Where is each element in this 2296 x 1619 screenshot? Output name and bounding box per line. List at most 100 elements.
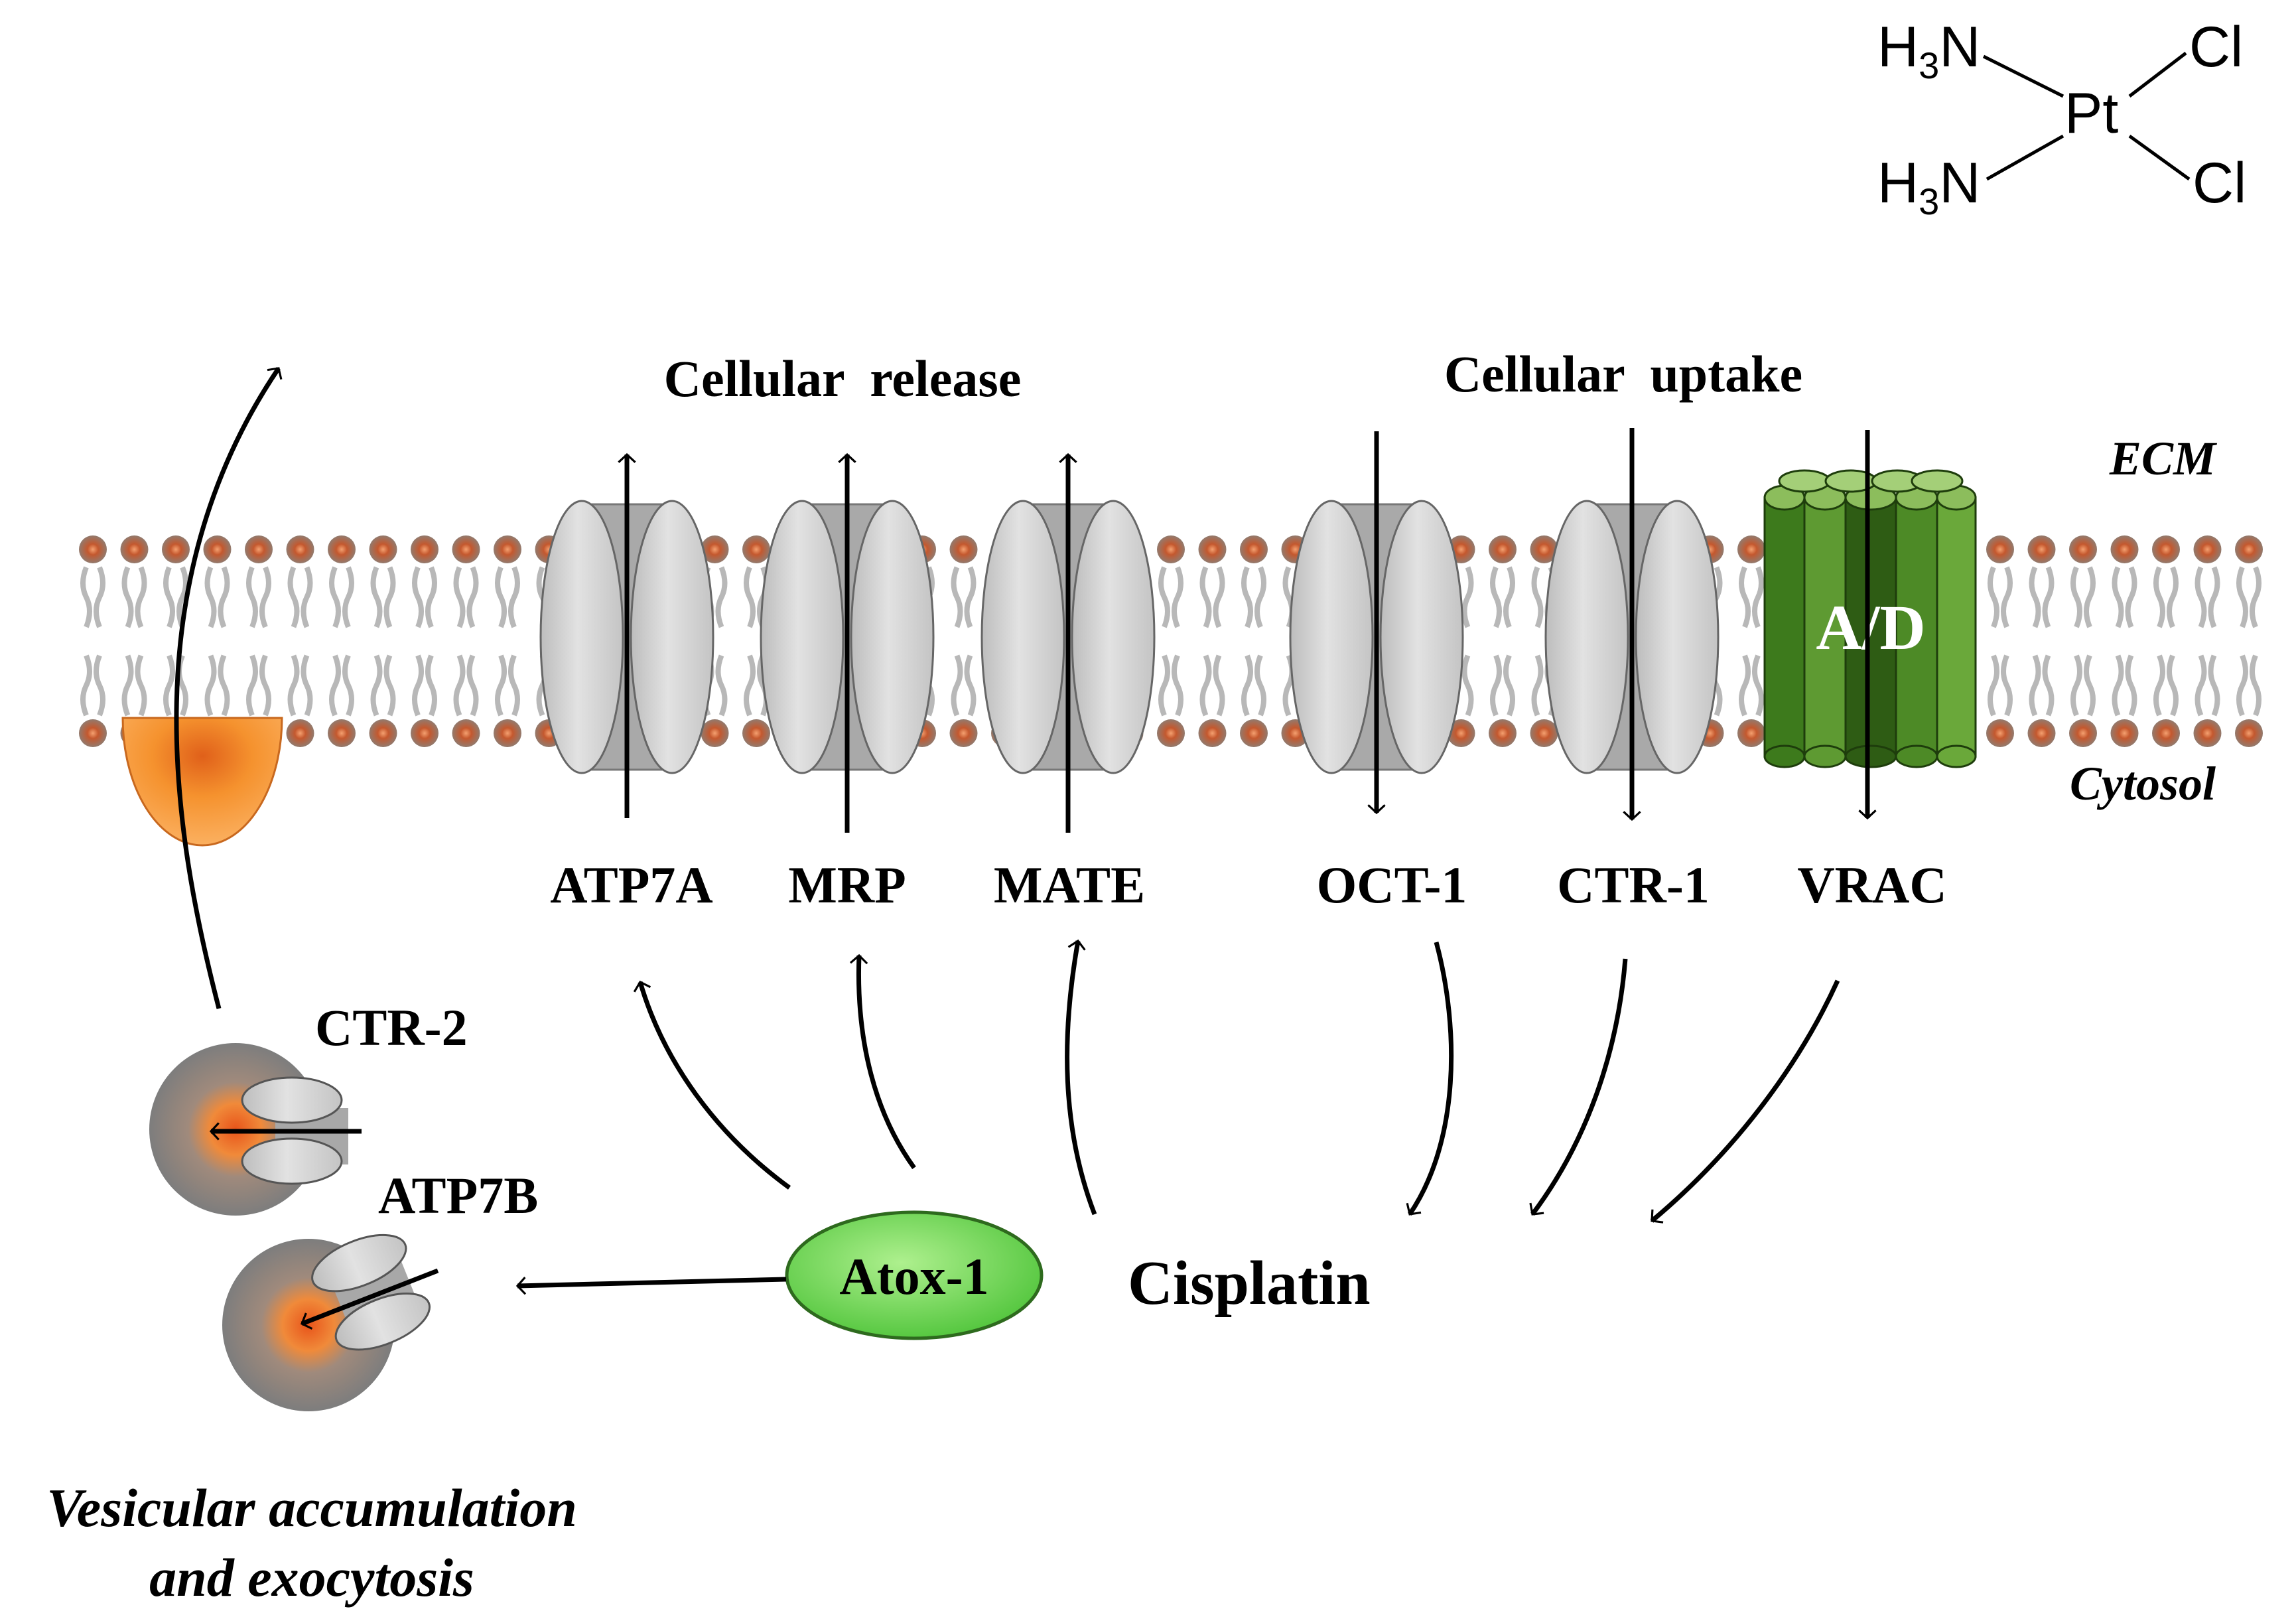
bond-n-pt-bottom bbox=[1986, 134, 2064, 181]
lipid-tail bbox=[287, 654, 313, 717]
vrac-subunit-bottom bbox=[1763, 744, 1806, 768]
atox1-chaperone bbox=[785, 1210, 1044, 1340]
lipid-head bbox=[79, 719, 107, 747]
channel-atp7a-subunit-right bbox=[630, 500, 714, 774]
lipid-tail bbox=[329, 566, 354, 628]
ecm-label: ECM bbox=[2109, 432, 2218, 485]
lipid-head bbox=[1198, 535, 1227, 563]
lipid-head bbox=[2069, 719, 2097, 747]
lipid-head bbox=[494, 719, 521, 747]
channel-mate-subunit-left bbox=[980, 500, 1065, 774]
cytosol-label: Cytosol bbox=[2070, 757, 2216, 810]
lipid-head bbox=[1198, 719, 1227, 747]
lipid-head bbox=[1157, 719, 1185, 747]
lipid-head bbox=[328, 719, 356, 747]
lipid-head bbox=[1157, 535, 1185, 563]
vrac-to-cisplatin-arrow bbox=[1650, 979, 1840, 1224]
atp7b-subunit-bottom bbox=[334, 1292, 431, 1351]
ammine-top: H3N bbox=[1877, 15, 1980, 86]
lipid-head bbox=[245, 535, 273, 563]
lipid-head bbox=[701, 719, 729, 747]
lipid-tail bbox=[329, 654, 354, 717]
vrac-channel: A/D bbox=[1763, 469, 1977, 768]
lipid-tail bbox=[246, 654, 271, 717]
caption-line-1: Vesicular accumulation bbox=[46, 1478, 577, 1538]
lipid-head bbox=[742, 535, 770, 563]
chloride-bottom: Cl bbox=[2193, 151, 2246, 215]
lipid-head bbox=[120, 535, 149, 563]
bond-pt-cl-bottom bbox=[2128, 134, 2191, 181]
channel-oct1-subunit-right bbox=[1379, 500, 1464, 774]
label-mrp: MRP bbox=[788, 856, 906, 914]
atp7b-subunit-top bbox=[311, 1233, 407, 1293]
atox1-label: Atox-1 bbox=[839, 1247, 988, 1305]
lipid-head bbox=[2069, 535, 2097, 563]
lipid-head bbox=[1240, 719, 1268, 747]
lipid-tail bbox=[370, 566, 396, 628]
vrac-subunit bbox=[1936, 496, 1977, 758]
lipid-head bbox=[2110, 719, 2139, 747]
lipid-tail bbox=[2070, 654, 2096, 717]
lipid-head bbox=[2235, 719, 2263, 747]
lipid-head bbox=[1447, 719, 1475, 747]
lipid-tail bbox=[287, 566, 313, 628]
atp7b-vesicle bbox=[222, 1233, 439, 1411]
lipid-head bbox=[2152, 719, 2180, 747]
lipid-tail bbox=[1988, 654, 2013, 717]
lipid-tail bbox=[1199, 566, 1225, 628]
caption-line-2: and exocytosis bbox=[149, 1547, 474, 1608]
vrac-subunits bbox=[1763, 469, 1977, 768]
lipid-tail bbox=[1241, 566, 1266, 628]
lipid-tail bbox=[1490, 654, 1515, 717]
atox1-to-atp7a-arrow bbox=[633, 980, 791, 1190]
lipid-tail bbox=[204, 654, 230, 717]
vrac-subunit bbox=[1844, 496, 1897, 758]
label-oct1: OCT-1 bbox=[1317, 856, 1467, 914]
platinum-symbol: Pt bbox=[2064, 82, 2118, 145]
lipid-tail bbox=[2070, 566, 2096, 628]
lipid-tail bbox=[453, 566, 479, 628]
lipid-tail bbox=[1199, 654, 1225, 717]
lipid-head bbox=[2193, 719, 2222, 747]
label-mate: MATE bbox=[994, 856, 1145, 914]
label-ctr1: CTR-1 bbox=[1557, 856, 1710, 914]
atp7b-import-arrow bbox=[300, 1268, 439, 1330]
lipid-head bbox=[701, 535, 729, 563]
lipid-head bbox=[2235, 535, 2263, 563]
ctr2-subunit-top bbox=[241, 1076, 343, 1124]
lipid-head bbox=[1986, 719, 2014, 747]
vrac-core-label: A/D bbox=[1816, 592, 1925, 663]
membrane-arrows bbox=[618, 428, 1877, 833]
vrac-subunit-rear-top bbox=[1911, 469, 1964, 493]
lipid-head bbox=[203, 535, 232, 563]
vrac-subunit-bottom bbox=[1803, 744, 1847, 768]
lipid-tail bbox=[951, 654, 977, 717]
lipid-head bbox=[1240, 535, 1268, 563]
vrac-subunit-bottom bbox=[1936, 744, 1977, 768]
lipid-head bbox=[1986, 535, 2014, 563]
cellular-release-heading: Cellular release bbox=[664, 350, 1022, 407]
channel-ctr1-subunit-right bbox=[1635, 500, 1720, 774]
lipid-head bbox=[949, 719, 978, 747]
lipid-head bbox=[411, 535, 439, 563]
lipid-head bbox=[949, 535, 978, 563]
lipid-tail bbox=[204, 566, 230, 628]
vrac-subunit-bottom bbox=[1895, 744, 1938, 768]
lipid-tail bbox=[1988, 566, 2013, 628]
lipid-tail bbox=[121, 654, 147, 717]
label-atp7a: ATP7A bbox=[550, 856, 713, 914]
lipid-head bbox=[411, 719, 439, 747]
channel-mate-subunit-right bbox=[1071, 500, 1156, 774]
oct1-to-cisplatin-arrow bbox=[1406, 942, 1454, 1216]
lipid-tail bbox=[1241, 654, 1266, 717]
channel-atp7a-subunit-left bbox=[539, 500, 624, 774]
lipid-tail bbox=[1158, 654, 1183, 717]
lipid-tail bbox=[80, 566, 105, 628]
lipid-tail bbox=[1739, 654, 1764, 717]
label-vrac: VRAC bbox=[1797, 856, 1946, 914]
lipid-head bbox=[2027, 535, 2056, 563]
lipid-head bbox=[369, 535, 397, 563]
transporter-channels bbox=[539, 500, 1720, 774]
lipid-head bbox=[162, 535, 190, 563]
